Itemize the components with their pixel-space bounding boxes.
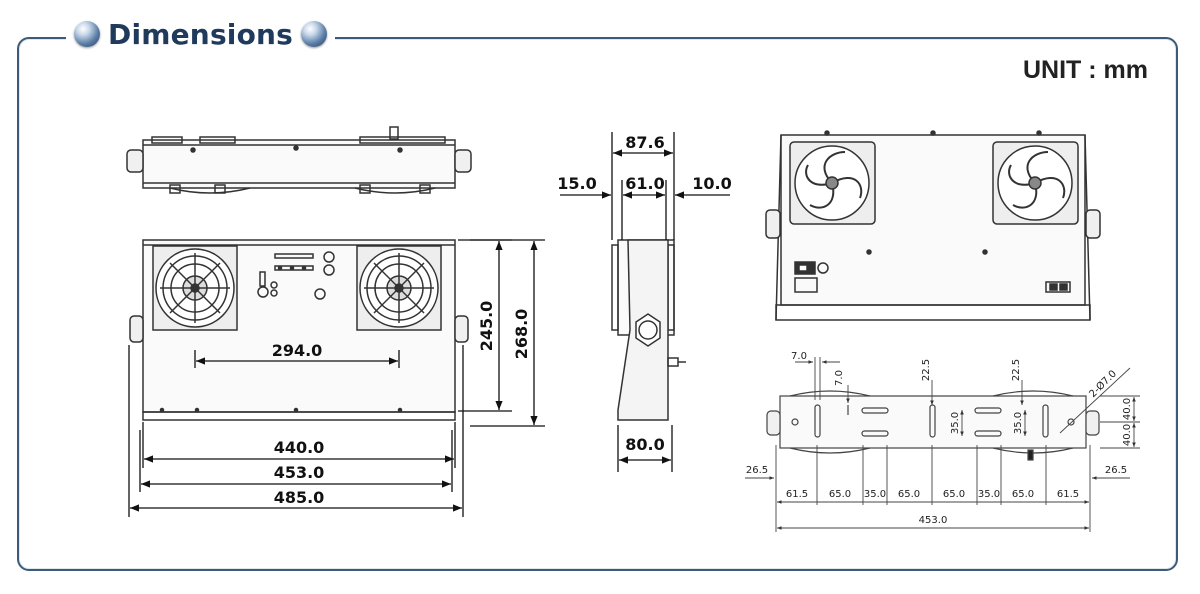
dim-35-0-left: 35.0: [950, 412, 961, 434]
dim-22-5-right: 22.5: [1011, 359, 1022, 381]
bullet-icon: [301, 21, 328, 47]
dim-485: 485.0: [274, 488, 325, 507]
dim-40-0-top: 40.0: [1122, 398, 1133, 420]
dim-440: 440.0: [274, 438, 325, 457]
dim-26-5-left: 26.5: [746, 465, 768, 476]
dim-268: 268.0: [512, 309, 531, 360]
dim-80-0: 80.0: [625, 435, 664, 454]
rear-view: [765, 130, 1101, 321]
dim-22-5-left: 22.5: [921, 359, 932, 381]
bottom-spacing-labels: 61.5 65.0 35.0 65.0 65.0 35.0 65.0 61.5: [786, 489, 1079, 500]
dim-7-0-vertical: 7.0: [834, 370, 845, 386]
dim-87-6: 87.6: [625, 133, 664, 152]
spacing-label: 35.0: [864, 489, 886, 500]
dim-total-453: 453.0: [919, 515, 948, 526]
spacing-label: 65.0: [943, 489, 965, 500]
spacing-label: 65.0: [1012, 489, 1034, 500]
spacing-label: 65.0: [829, 489, 851, 500]
top-view: [126, 126, 472, 194]
dim-15-0: 15.0: [557, 174, 596, 193]
spacing-label: 35.0: [978, 489, 1000, 500]
dim-40-0-bottom: 40.0: [1122, 424, 1133, 446]
spacing-label: 61.5: [786, 489, 808, 500]
front-view: [129, 239, 469, 421]
dim-35-0-right: 35.0: [1013, 412, 1024, 434]
dimensions-panel: [17, 37, 1178, 571]
dim-10-0: 10.0: [692, 174, 731, 193]
dim-453: 453.0: [274, 463, 325, 482]
dim-7-0-horizontal: 7.0: [791, 351, 807, 362]
bullet-icon: [74, 21, 100, 47]
dim-245: 245.0: [477, 301, 496, 352]
dim-26-5-right: 26.5: [1105, 465, 1127, 476]
side-view: [611, 239, 686, 421]
section-header: Dimensions: [66, 14, 336, 54]
bottom-view-dimension-lines: [745, 357, 1140, 532]
side-view-dimension-lines: [560, 132, 730, 472]
spacing-label: 61.5: [1057, 489, 1079, 500]
dim-hole-diameter: 2-Ø7.0: [1087, 368, 1119, 400]
dim-61-0: 61.0: [625, 174, 664, 193]
unit-label: UNIT : mm: [1023, 56, 1148, 84]
spacing-label: 65.0: [898, 489, 920, 500]
dim-294: 294.0: [272, 341, 323, 360]
section-title: Dimensions: [108, 17, 294, 51]
front-view-dimension-lines: [128, 239, 545, 517]
